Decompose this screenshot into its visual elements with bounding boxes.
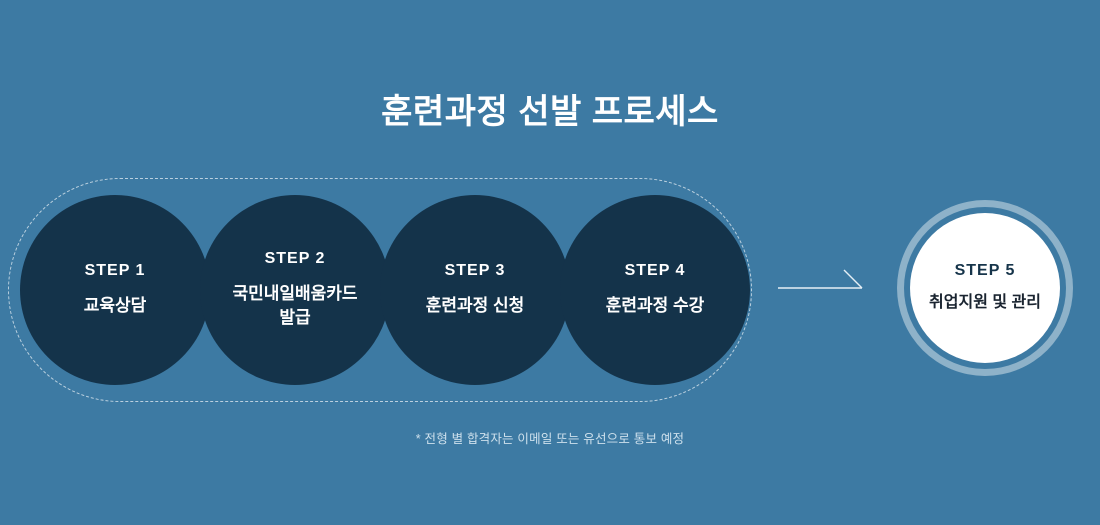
- step-5-label: STEP 5: [954, 261, 1016, 279]
- notice-footnote: * 전형 별 합격자는 이메일 또는 유선으로 통보 예정: [415, 432, 685, 446]
- step-3-title: 훈련과정 신청: [425, 296, 525, 316]
- step-3-circle: STEP 3 훈련과정 신청: [380, 195, 570, 385]
- step-1-circle: STEP 1 교육상담: [20, 195, 210, 385]
- steps-group-dashed-outline: [8, 178, 752, 402]
- page-title: 훈련과정 선발 프로세스: [381, 93, 719, 131]
- step-5-title: 취업지원 및 관리: [929, 293, 1041, 311]
- step-1-label: STEP 1: [84, 262, 146, 280]
- step-4-circle: STEP 4 훈련과정 수강: [560, 195, 750, 385]
- step-4-title: 훈련과정 수강: [605, 296, 705, 316]
- step-2-label: STEP 2: [264, 250, 326, 268]
- step-5-circle: STEP 5 취업지원 및 관리: [910, 213, 1060, 363]
- right-arrow-icon: [778, 269, 863, 289]
- step-2-circle: STEP 2 국민내일배움카드 발급: [200, 195, 390, 385]
- step-2-title: 국민내일배움카드 발급: [232, 284, 358, 327]
- step-4-label: STEP 4: [624, 262, 686, 280]
- step-1-title: 교육상담: [83, 296, 147, 316]
- step-3-label: STEP 3: [444, 262, 506, 280]
